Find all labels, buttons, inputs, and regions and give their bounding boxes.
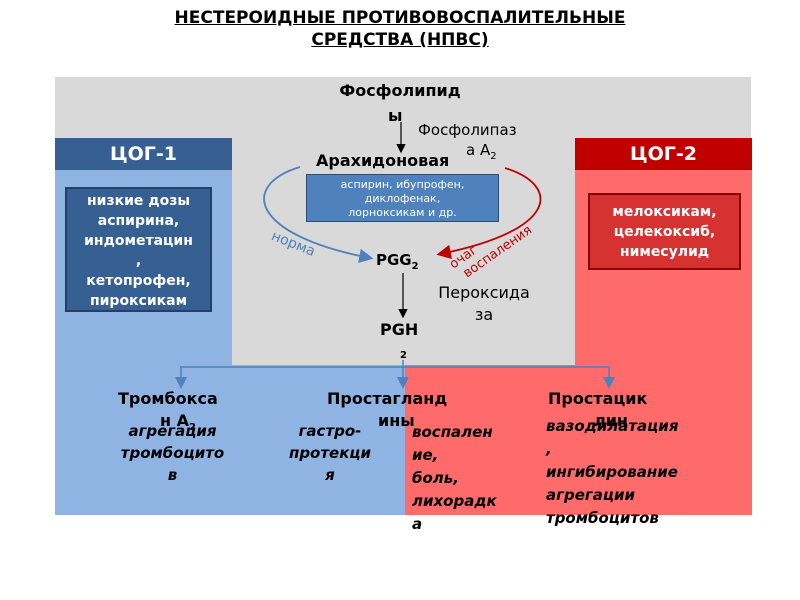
pgh2-label: PGH (380, 320, 419, 339)
pgh2-subscript: 2 (400, 350, 407, 361)
prostacyclin-label: Простацик (548, 389, 648, 408)
cox1-effects-area (55, 365, 405, 515)
cox2-drugs-box: мелоксикам, целекоксиб, нимесулид (588, 193, 741, 270)
cox2-effects-area (405, 365, 752, 515)
cox1-drugs-box: низкие дозы аспирина, индометацин , кето… (65, 187, 212, 312)
thromboxane-label-cont: н А2 (160, 411, 196, 434)
phospholipids-label: Фосфолипид (339, 81, 461, 100)
prostaglandins-label: Простагланд (327, 389, 448, 408)
phospholipids-label-cont: ы (388, 106, 403, 125)
inflammation-effect: воспален ие, боль, лихорадк а (412, 423, 497, 533)
phospholipase-label-cont: а А2 (466, 141, 497, 162)
nonselective-drugs-box: аспирин, ибупрофен, диклофенак, лорнокси… (306, 174, 499, 222)
cox1-header: ЦОГ-1 (55, 138, 232, 170)
cox2-header: ЦОГ-2 (575, 138, 752, 170)
pgg2-label: PGG2 (376, 251, 419, 272)
arrow-inflammation (436, 167, 542, 259)
prostaglandins-label-cont: ины (378, 411, 415, 430)
thromboxane-label: Тромбокса (118, 389, 218, 408)
phospholipase-label: Фосфолипаз (418, 121, 517, 139)
arrow-norma (263, 166, 374, 264)
prostacyclin-label-cont: лин (594, 411, 628, 430)
page-title: НЕСТЕРОИДНЫЕ ПРОТИВОВОСПАЛИТЕЛЬНЫЕ СРЕДС… (174, 8, 626, 50)
arachidonic-acid-label: Арахидоновая (316, 151, 450, 170)
prostacyclin-effect: вазодилатация , ингибирование агрегации … (546, 417, 679, 527)
